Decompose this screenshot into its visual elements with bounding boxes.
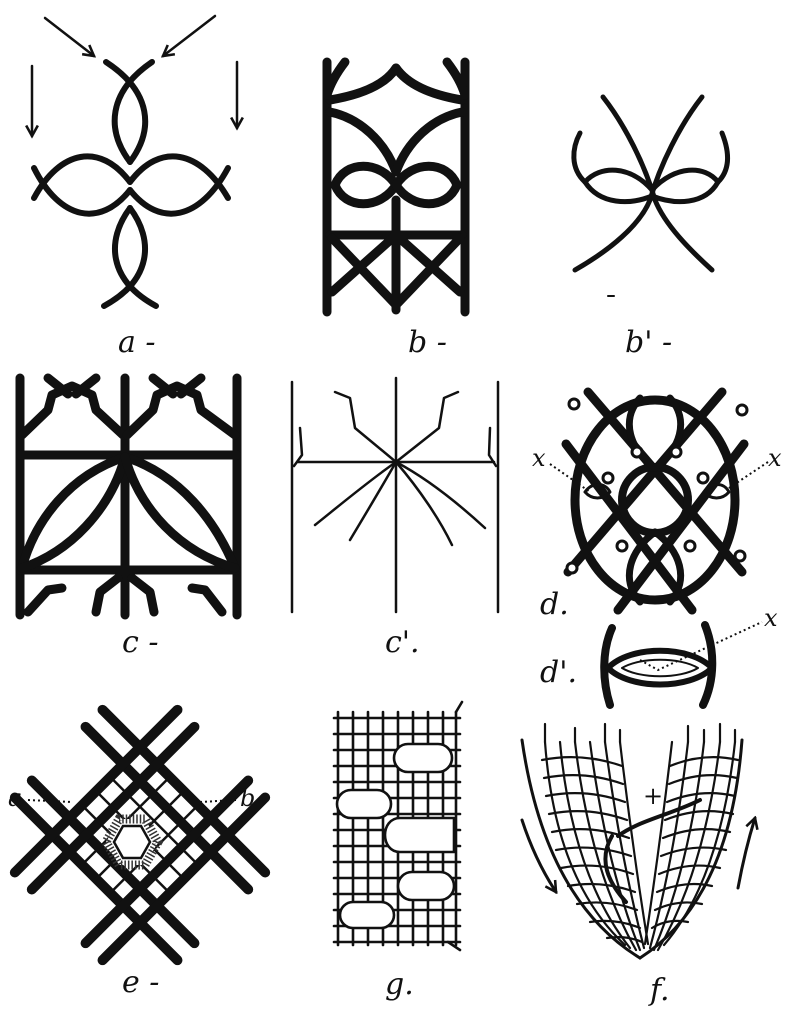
figure-b-label: b - [408,325,447,360]
figure-b-prime [574,97,728,296]
top-thread-ends [545,724,735,742]
left-lens-outer [22,457,125,568]
figure-f-label: f. [648,973,670,1008]
picot [617,541,627,551]
figure-b [327,62,465,312]
picot [569,399,579,409]
loop [337,790,391,818]
left-arrow [522,820,556,892]
left-lens-inner [22,457,125,568]
left-lens [335,166,396,204]
figure-d-label: d. [540,587,569,622]
right-cross-mark: x [768,444,782,472]
s-curve [385,818,454,852]
figure-a [34,62,228,306]
ray-down-left-inner [350,462,396,540]
picot [698,473,708,483]
strand-top-right-arc [106,62,145,162]
outer-oval [575,400,735,600]
ray-down-left-outer [315,462,396,525]
picot [671,447,681,457]
figure-b-prime-label: b' - [625,325,672,360]
inner-lens [622,660,698,677]
left-side-bend [294,428,302,466]
top-right-step [396,392,458,462]
right-bow-tail [718,133,728,182]
foot-1 [28,588,62,612]
right-arrow [738,818,755,888]
picot [735,551,745,561]
loop [394,744,452,772]
foot-2 [96,578,118,612]
loop [398,872,454,900]
figure-f-cross-mark: + [643,782,663,810]
ray-down-right-inner [396,462,452,545]
e-left-pointer-label: a [8,784,22,812]
figure-g-label: g. [385,967,414,1002]
foot-4 [192,588,222,612]
figure-d [566,392,744,610]
figure-c-prime-label: c'. [385,625,420,660]
left-bow-lens [585,170,652,201]
right-lens-inner [125,457,235,568]
left-bow-tail [574,133,585,182]
figure-f [522,724,755,958]
hexagon-inner [114,826,150,858]
top-left-step [335,392,396,462]
figure-d-prime [604,625,712,705]
arrow-top-left [45,18,94,56]
picot [603,473,613,483]
picot [567,563,577,573]
loop [340,902,394,928]
left-arm-threads [545,742,648,950]
figure-c [20,378,237,615]
right-side-bend [489,428,496,466]
right-lens [396,166,457,204]
picot [632,447,642,457]
e-right-pointer-label: b [240,784,255,812]
ray-down-right-outer [396,462,485,528]
right-lens-outer [125,457,235,568]
figure-a-label: a - [118,325,156,360]
right-arm-cross-threads [652,757,738,928]
picot [737,405,747,415]
figure-g [334,702,462,950]
figure-d-prime-label: d'. [540,655,577,690]
foot-3 [132,578,154,612]
arrow-top-right [163,16,215,56]
picot [685,541,695,551]
left-cross-mark: x [532,444,546,472]
right-bow-lens [652,170,718,201]
figure-c-label: c - [122,625,158,660]
d-prime-cross-mark: x [764,604,778,632]
figure-c-prime [292,378,498,612]
thread-end [456,702,462,712]
figure-e-label: e - [122,965,159,1000]
